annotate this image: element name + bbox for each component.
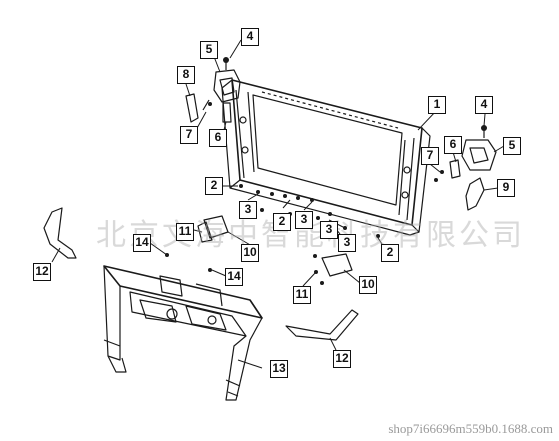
callout-4: 4 [241,28,259,46]
callout-4: 4 [475,96,493,114]
callout-12: 12 [33,263,51,281]
callout-2: 2 [273,213,291,231]
callout-10: 10 [241,244,259,262]
callout-12: 12 [333,350,351,368]
callout-10: 10 [359,276,377,294]
callout-1: 1 [428,96,446,114]
callout-2: 2 [205,177,223,195]
callout-2: 2 [381,244,399,262]
callout-6: 6 [209,129,227,147]
callout-3: 3 [320,221,338,239]
watermark-url: shop7i66696m559b0.1688.com [388,421,553,436]
lower-crossmember [103,265,263,401]
callout-14: 14 [133,234,151,252]
right-latch-parts [449,128,497,211]
leader-lines [51,39,505,369]
callout-7: 7 [421,147,439,165]
callout-5: 5 [503,137,521,155]
callout-3: 3 [295,211,313,229]
callout-5: 5 [200,41,218,59]
seal-strips [43,207,359,341]
callout-11: 11 [176,223,194,241]
callout-6: 6 [444,136,462,154]
callout-11: 11 [293,286,311,304]
callout-8: 8 [177,66,195,84]
callout-9: 9 [497,179,515,197]
callout-7: 7 [180,126,198,144]
callout-14: 14 [225,268,243,286]
callout-3: 3 [239,201,257,219]
callout-13: 13 [270,360,288,378]
radiator-support-frame [221,79,431,236]
callout-3: 3 [338,234,356,252]
